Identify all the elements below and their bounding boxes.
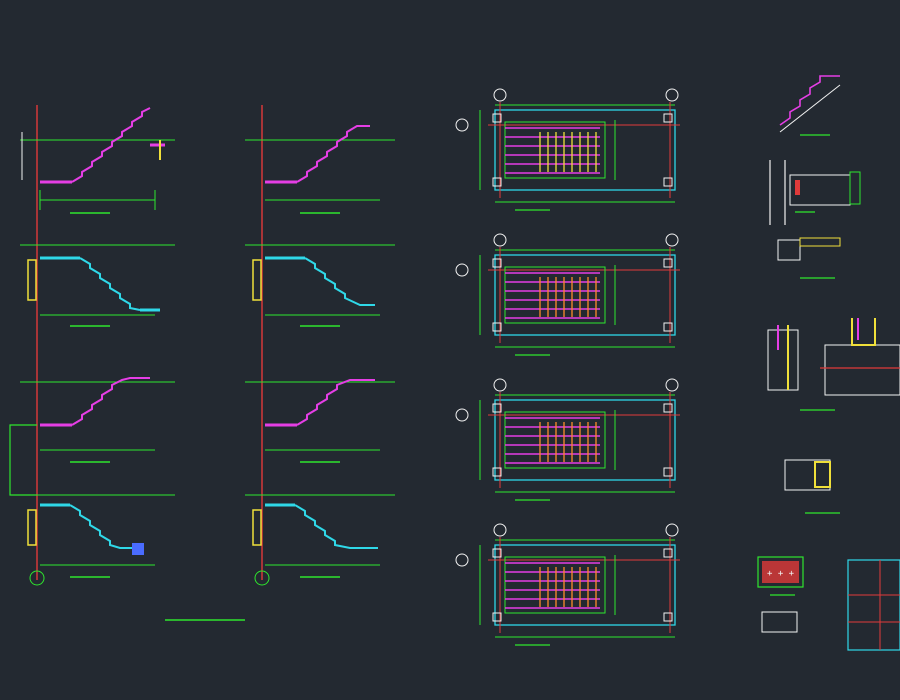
detail-plate	[757, 556, 804, 588]
grid-bubble-icon	[493, 233, 507, 247]
detail-slab	[779, 84, 841, 133]
stair-elevation-1	[20, 107, 175, 214]
plan-column	[492, 322, 502, 332]
stair-elevation-7	[245, 379, 395, 463]
grid-bubble-icon	[493, 523, 507, 537]
grid-bubble-icon	[665, 523, 679, 537]
grid-bubble-icon	[455, 263, 469, 277]
stair-flight	[71, 107, 151, 183]
grid-bubble-icon	[493, 88, 507, 102]
stair-flight	[294, 504, 378, 549]
plan-outline-3	[494, 399, 676, 481]
stair-flight	[79, 257, 141, 311]
plan-stair-zone	[504, 411, 606, 469]
stair-flight	[69, 504, 135, 549]
title-block	[847, 559, 900, 651]
plan-column	[663, 403, 673, 413]
stair-elevation-3	[20, 377, 175, 463]
details-group: + + +	[757, 75, 900, 651]
plan-column	[663, 113, 673, 123]
plan-stair-zone	[504, 121, 606, 179]
plan-column	[663, 467, 673, 477]
plan-column	[663, 548, 673, 558]
plan-outline-4	[494, 544, 676, 626]
detail-column-joint	[769, 160, 861, 225]
stair-elevation-5	[245, 125, 395, 214]
detail-stair-line	[779, 75, 840, 126]
plan-stair-zone	[504, 556, 606, 614]
detail-stair-profile	[779, 75, 841, 136]
plan-stair-zone	[504, 266, 606, 324]
grid-bubble-icon	[665, 378, 679, 392]
stair-plans-group	[455, 88, 680, 646]
stair-flight	[304, 257, 375, 306]
detail-connection-a	[767, 325, 835, 411]
detail-box	[761, 611, 798, 633]
plan-column	[492, 113, 502, 123]
stair-flight	[296, 125, 370, 183]
plan-column	[492, 403, 502, 413]
plan-column	[663, 258, 673, 268]
grid-bubble-icon	[665, 88, 679, 102]
plan-column	[663, 322, 673, 332]
plan-column	[492, 258, 502, 268]
stair-flight	[296, 379, 375, 426]
detail-connection-c	[784, 459, 840, 514]
grid-bubble-icon	[455, 553, 469, 567]
column-mark	[252, 259, 262, 301]
stair-flight	[71, 377, 150, 426]
detail-bolt	[795, 180, 800, 195]
detail-plate	[851, 318, 876, 346]
plan-column	[492, 467, 502, 477]
detail-connection-b	[820, 318, 900, 396]
grid-bubble-icon	[254, 570, 270, 586]
plan-outline-2	[494, 254, 676, 336]
detail-fill	[762, 561, 799, 583]
plan-column	[663, 177, 673, 187]
column-mark	[252, 509, 262, 546]
detail-flange	[799, 237, 841, 247]
stair-elevation-6	[245, 244, 395, 327]
plan-column	[663, 612, 673, 622]
detail-bracket	[777, 237, 841, 279]
column-mark	[27, 509, 37, 546]
stair-elevation-8	[245, 494, 395, 586]
plan-outline-1	[494, 109, 676, 191]
highlight-block	[132, 543, 144, 555]
grid-bubble-icon	[455, 118, 469, 132]
grid-bubble-icon	[455, 408, 469, 422]
detail-base-plate: + + +	[757, 556, 804, 633]
detail-box	[777, 239, 801, 261]
title-block-frame	[847, 559, 900, 651]
bolt-mark: + + +	[767, 569, 795, 579]
plan-column	[492, 177, 502, 187]
grid-bubble-icon	[493, 378, 507, 392]
detail-plate	[849, 171, 861, 205]
stair-elevation-4	[20, 494, 175, 586]
grid-bubble-icon	[29, 570, 45, 586]
column-mark	[27, 259, 37, 301]
plan-column	[492, 612, 502, 622]
plan-column	[492, 548, 502, 558]
stair-elevation-2	[20, 244, 175, 327]
detail-box	[767, 329, 799, 391]
stair-elevations-group-left	[9, 105, 263, 586]
stair-elevations-group-middle	[165, 125, 395, 621]
grid-bubble-icon	[665, 233, 679, 247]
detail-plate	[814, 461, 831, 488]
